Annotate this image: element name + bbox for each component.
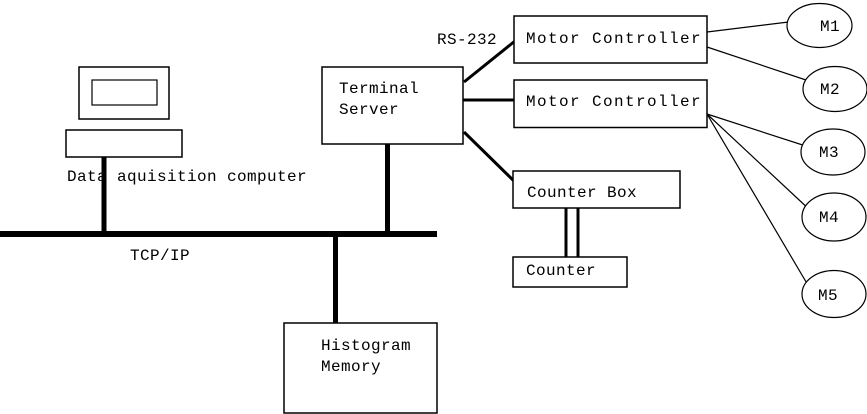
counter-label: Counter [526,262,596,280]
tcpip-label: TCP/IP [130,247,190,265]
m2-node [802,65,867,113]
motor-controller-2-box [513,79,708,129]
terminal-server-label-line2: Server [339,101,399,119]
counter-box-box [512,170,681,209]
ts-to-counter-box-line [462,130,518,185]
ts-to-motor-controller-1-line [463,39,516,84]
mc2-to-m4-line [706,113,813,213]
motor-controller-1-label: Motor Controller [526,30,702,48]
keyboard-base [65,129,183,158]
terminal-server-label-line1: Terminal [339,80,419,98]
m1-node [786,2,853,49]
m1-label: M1 [820,18,840,36]
m5-node [801,269,867,319]
mc2-to-m5-line [706,113,813,293]
terminal-server-box [321,66,464,145]
computer-icon [65,66,183,158]
data-acquisition-label: Data aquisition computer [67,168,307,186]
m3-node [800,128,866,176]
histogram-memory-box [283,322,438,414]
monitor-screen [91,79,158,106]
m4-node [801,192,867,242]
m2-label: M2 [820,81,840,99]
m4-label: M4 [819,209,839,227]
counter-box-label: Counter Box [527,184,637,202]
counter-box [512,256,628,288]
motor-controller-1-box [513,15,708,64]
mc1-to-m2-line [706,46,816,84]
mc2-to-m3-line [706,113,816,150]
m3-label: M3 [819,144,839,162]
rs232-label: RS-232 [437,31,497,49]
m5-label: M5 [818,287,838,305]
motor-controller-2-label: Motor Controller [526,93,702,111]
histogram-memory-label-line2: Memory [321,358,381,376]
histogram-memory-label-line1: Histogram [321,337,411,355]
